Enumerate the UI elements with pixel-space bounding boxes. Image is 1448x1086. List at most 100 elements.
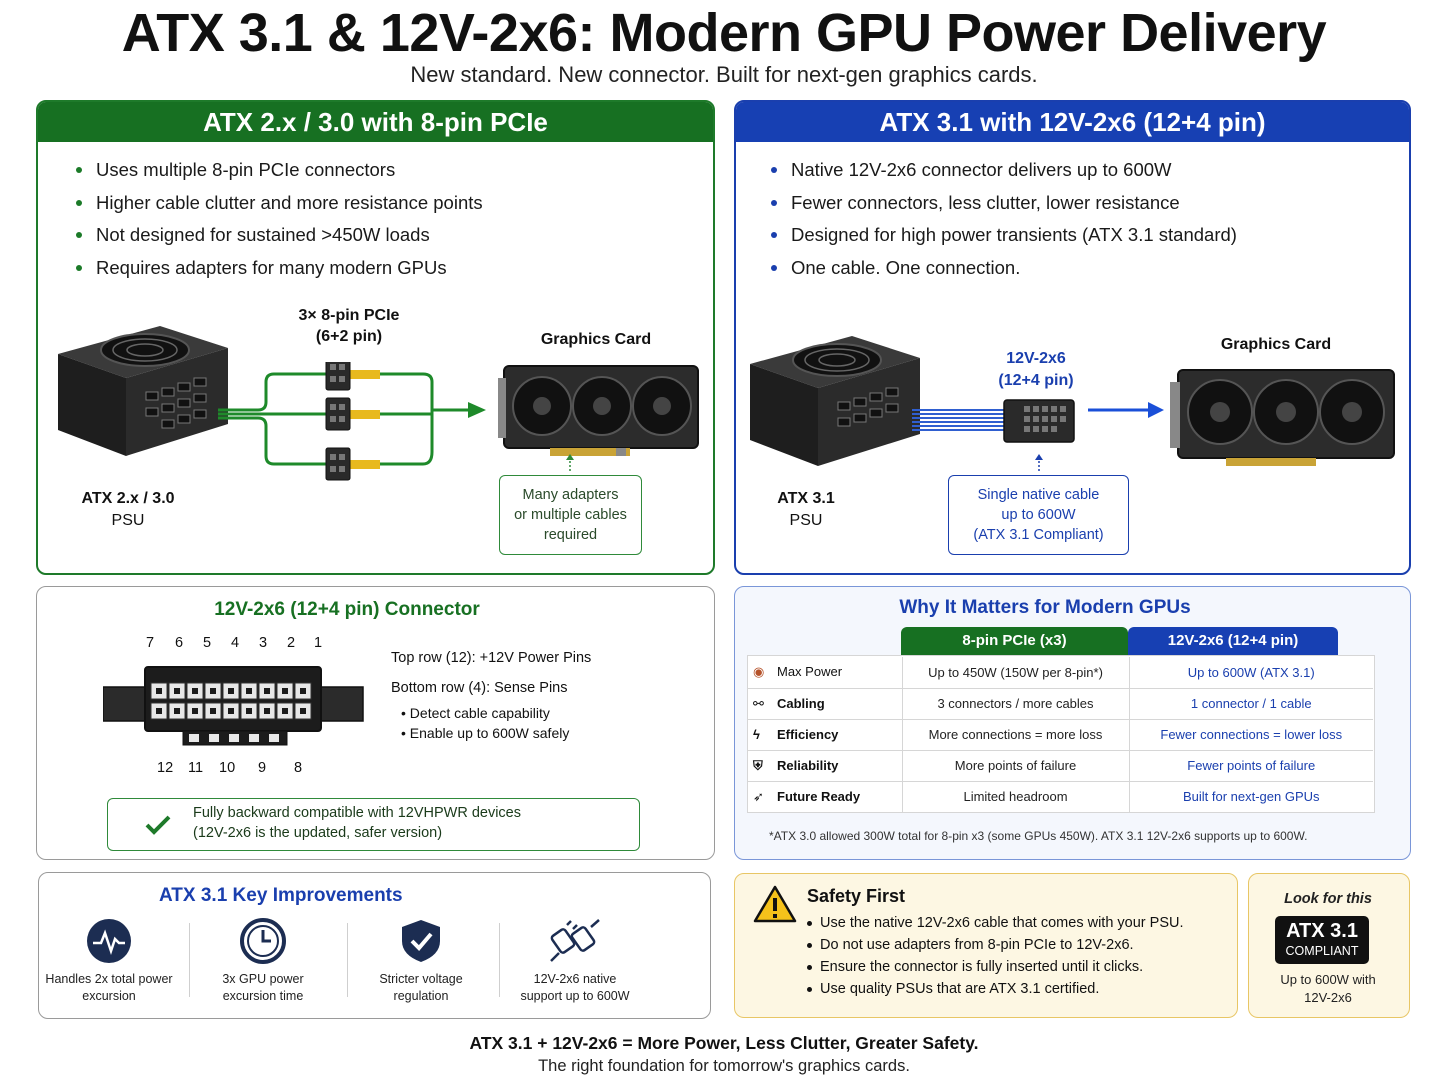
new-value: Fewer points of failure [1129, 750, 1373, 782]
row-label-text: Cabling [777, 695, 825, 711]
pin-number: 3 [259, 635, 268, 651]
safety-item: Do not use adapters from 8-pin PCIe to 1… [807, 934, 1184, 956]
look-for-label: Look for this [1284, 891, 1372, 907]
divider [189, 923, 190, 997]
connector-label-line: 12V-2x6 [1006, 350, 1066, 367]
row-label: ◉ Max Power [747, 657, 903, 689]
pin-number: 11 [188, 760, 204, 776]
atx31-bullet: Designed for high power transients (ATX … [771, 219, 1237, 252]
row-label: ⚯Cabling [747, 688, 903, 720]
badge-desc-line: 12V-2x6 [1304, 990, 1352, 1005]
connector-label-line: (12+4 pin) [998, 372, 1074, 389]
atx31-psu-icon [750, 336, 920, 466]
atx31-gpu-icon [1170, 369, 1395, 466]
comparison-table: ◉Max Power Up to 450W (150W per 8-pin*) … [747, 657, 1373, 812]
psu-label-line: PSU [789, 512, 823, 529]
callout-line: or multiple cables [514, 507, 627, 523]
callout-line: up to 600W [1001, 507, 1076, 523]
gauge-icon: ◉ [753, 664, 765, 680]
why-it-matters-panel: Why It Matters for Modern GPUs 8-pin PCI… [734, 586, 1411, 860]
legacy-bullet: Requires adapters for many modern GPUs [76, 252, 483, 285]
atx31-bullet: Native 12V-2x6 connector delivers up to … [771, 154, 1237, 187]
improvement-text: excursion [82, 989, 136, 1003]
atx31-panel-heading: ATX 3.1 with 12V-2x6 (12+4 pin) [736, 102, 1409, 142]
pin-number: 9 [258, 760, 267, 776]
table-row: ⚯Cabling 3 connectors / more cables 1 co… [747, 688, 1373, 720]
page-subtitle: New standard. New connector. Built for n… [410, 62, 1038, 87]
pin-number: 4 [231, 635, 240, 651]
lightning-icon: ϟ [753, 727, 760, 742]
legacy-bullet-list: Uses multiple 8-pin PCIe connectors High… [76, 154, 483, 284]
improvement-text: regulation [393, 989, 449, 1003]
atx31-bullet: One cable. One connection. [771, 252, 1237, 285]
pin-number: 6 [175, 635, 184, 651]
atx31-panel: ATX 3.1 with 12V-2x6 (12+4 pin) Native 1… [734, 100, 1411, 575]
top-row-description: Top row (12): +12V Power Pins [391, 650, 592, 666]
safety-item: Use quality PSUs that are ATX 3.1 certif… [807, 978, 1184, 1000]
psu-label-line: ATX 3.1 [777, 490, 835, 507]
table-footnote: *ATX 3.0 allowed 300W total for 8-pin x3… [769, 829, 1308, 843]
legacy-bullet: Uses multiple 8-pin PCIe connectors [76, 154, 483, 187]
footer-subline: The right foundation for tomorrow's grap… [538, 1057, 910, 1075]
sense-bullet: • Enable up to 600W safely [401, 725, 570, 741]
new-value: Up to 600W (ATX 3.1) [1129, 657, 1373, 689]
row-label: ϟ Efficiency [747, 719, 903, 751]
legacy-connector-label: 3× 8-pin PCIe (6+2 pin) [274, 305, 424, 347]
old-value: Up to 450W (150W per 8-pin*) [902, 657, 1130, 689]
legacy-gpu-label: Graphics Card [540, 331, 652, 348]
improvement-item: Stricter voltage regulation [361, 917, 481, 1005]
atx31-psu-label: ATX 3.1 PSU [756, 488, 856, 532]
sense-bullet-text: Enable up to 600W safely [409, 725, 570, 741]
legacy-gpu-icon [498, 365, 699, 456]
badge-main-text: ATX 3.1 [1286, 920, 1358, 942]
new-value: Fewer connections = lower loss [1129, 719, 1373, 751]
pin-number: 12 [157, 760, 174, 776]
connector-panel: 12V-2x6 (12+4 pin) Connector 7 6 5 4 3 2… [36, 586, 715, 860]
row-label-text: Future Ready [777, 788, 861, 804]
compliance-badge-panel: Look for this ATX 3.1 COMPLIANT Up to 60… [1248, 873, 1410, 1018]
divider [499, 923, 500, 997]
improvement-text: support up to 600W [520, 989, 630, 1003]
row-label-text: Efficiency [777, 727, 839, 742]
row-label-text: Max Power [777, 664, 843, 680]
safety-item: Ensure the connector is fully inserted u… [807, 956, 1184, 978]
safety-item: Use the native 12V-2x6 cable that comes … [807, 912, 1184, 934]
atx31-cable-diagram [912, 399, 1164, 443]
callout-line: (ATX 3.1 Compliant) [973, 527, 1104, 543]
connector-label-line: (6+2 pin) [315, 328, 383, 345]
legacy-cable-diagram [218, 362, 486, 481]
improvement-text: excursion time [222, 989, 304, 1003]
plug-icon [550, 919, 600, 962]
legacy-bullet: Not designed for sustained >450W loads [76, 219, 483, 252]
compatibility-note: Fully backward compatible with 12VHPWR d… [107, 798, 640, 851]
legacy-bullet: Higher cable clutter and more resistance… [76, 187, 483, 220]
callout-line: required [543, 527, 598, 543]
improvement-text: 12V-2x6 native [533, 972, 617, 986]
improvement-item: 12V-2x6 native support up to 600W [513, 917, 637, 1005]
improvements-title: ATX 3.1 Key Improvements [159, 885, 403, 906]
pin-number: 5 [203, 635, 212, 651]
legacy-panel: ATX 2.x / 3.0 with 8-pin PCIe Uses multi… [36, 100, 715, 575]
psu-label-line: ATX 2.x / 3.0 [81, 490, 175, 507]
old-value: More points of failure [902, 750, 1130, 782]
sense-bullet-text: Detect cable capability [409, 705, 550, 721]
atx31-connector-label: 12V-2x6 (12+4 pin) [976, 348, 1096, 392]
warning-icon [753, 885, 797, 923]
improvement-item: 3x GPU power excursion time [203, 917, 323, 1005]
legacy-callout: Many adapters or multiple cables require… [499, 475, 642, 555]
old-value: 3 connectors / more cables [902, 688, 1130, 720]
rocket-icon: ➶ [753, 788, 764, 804]
atx31-bullet: Fewer connectors, less clutter, lower re… [771, 187, 1237, 220]
safety-title: Safety First [807, 886, 906, 906]
compat-line: Fully backward compatible with 12VHPWR d… [193, 805, 521, 821]
new-standard-column-header: 12V-2x6 (12+4 pin) [1128, 627, 1338, 655]
row-label: ➶ Future Ready [747, 781, 903, 812]
page-title: ATX 3.1 & 12V-2x6: Modern GPU Power Deli… [121, 3, 1327, 63]
safety-panel: Safety First Use the native 12V-2x6 cabl… [734, 873, 1238, 1018]
atx31-gpu-label: Graphics Card [1220, 336, 1332, 353]
pin-number: 2 [287, 635, 296, 651]
improvements-panel: ATX 3.1 Key Improvements Handles 2x tota… [38, 872, 711, 1019]
callout-line: Single native cable [977, 487, 1100, 503]
clock-icon [240, 918, 286, 964]
badge-description: Up to 600W with 12V-2x6 [1249, 971, 1407, 1007]
